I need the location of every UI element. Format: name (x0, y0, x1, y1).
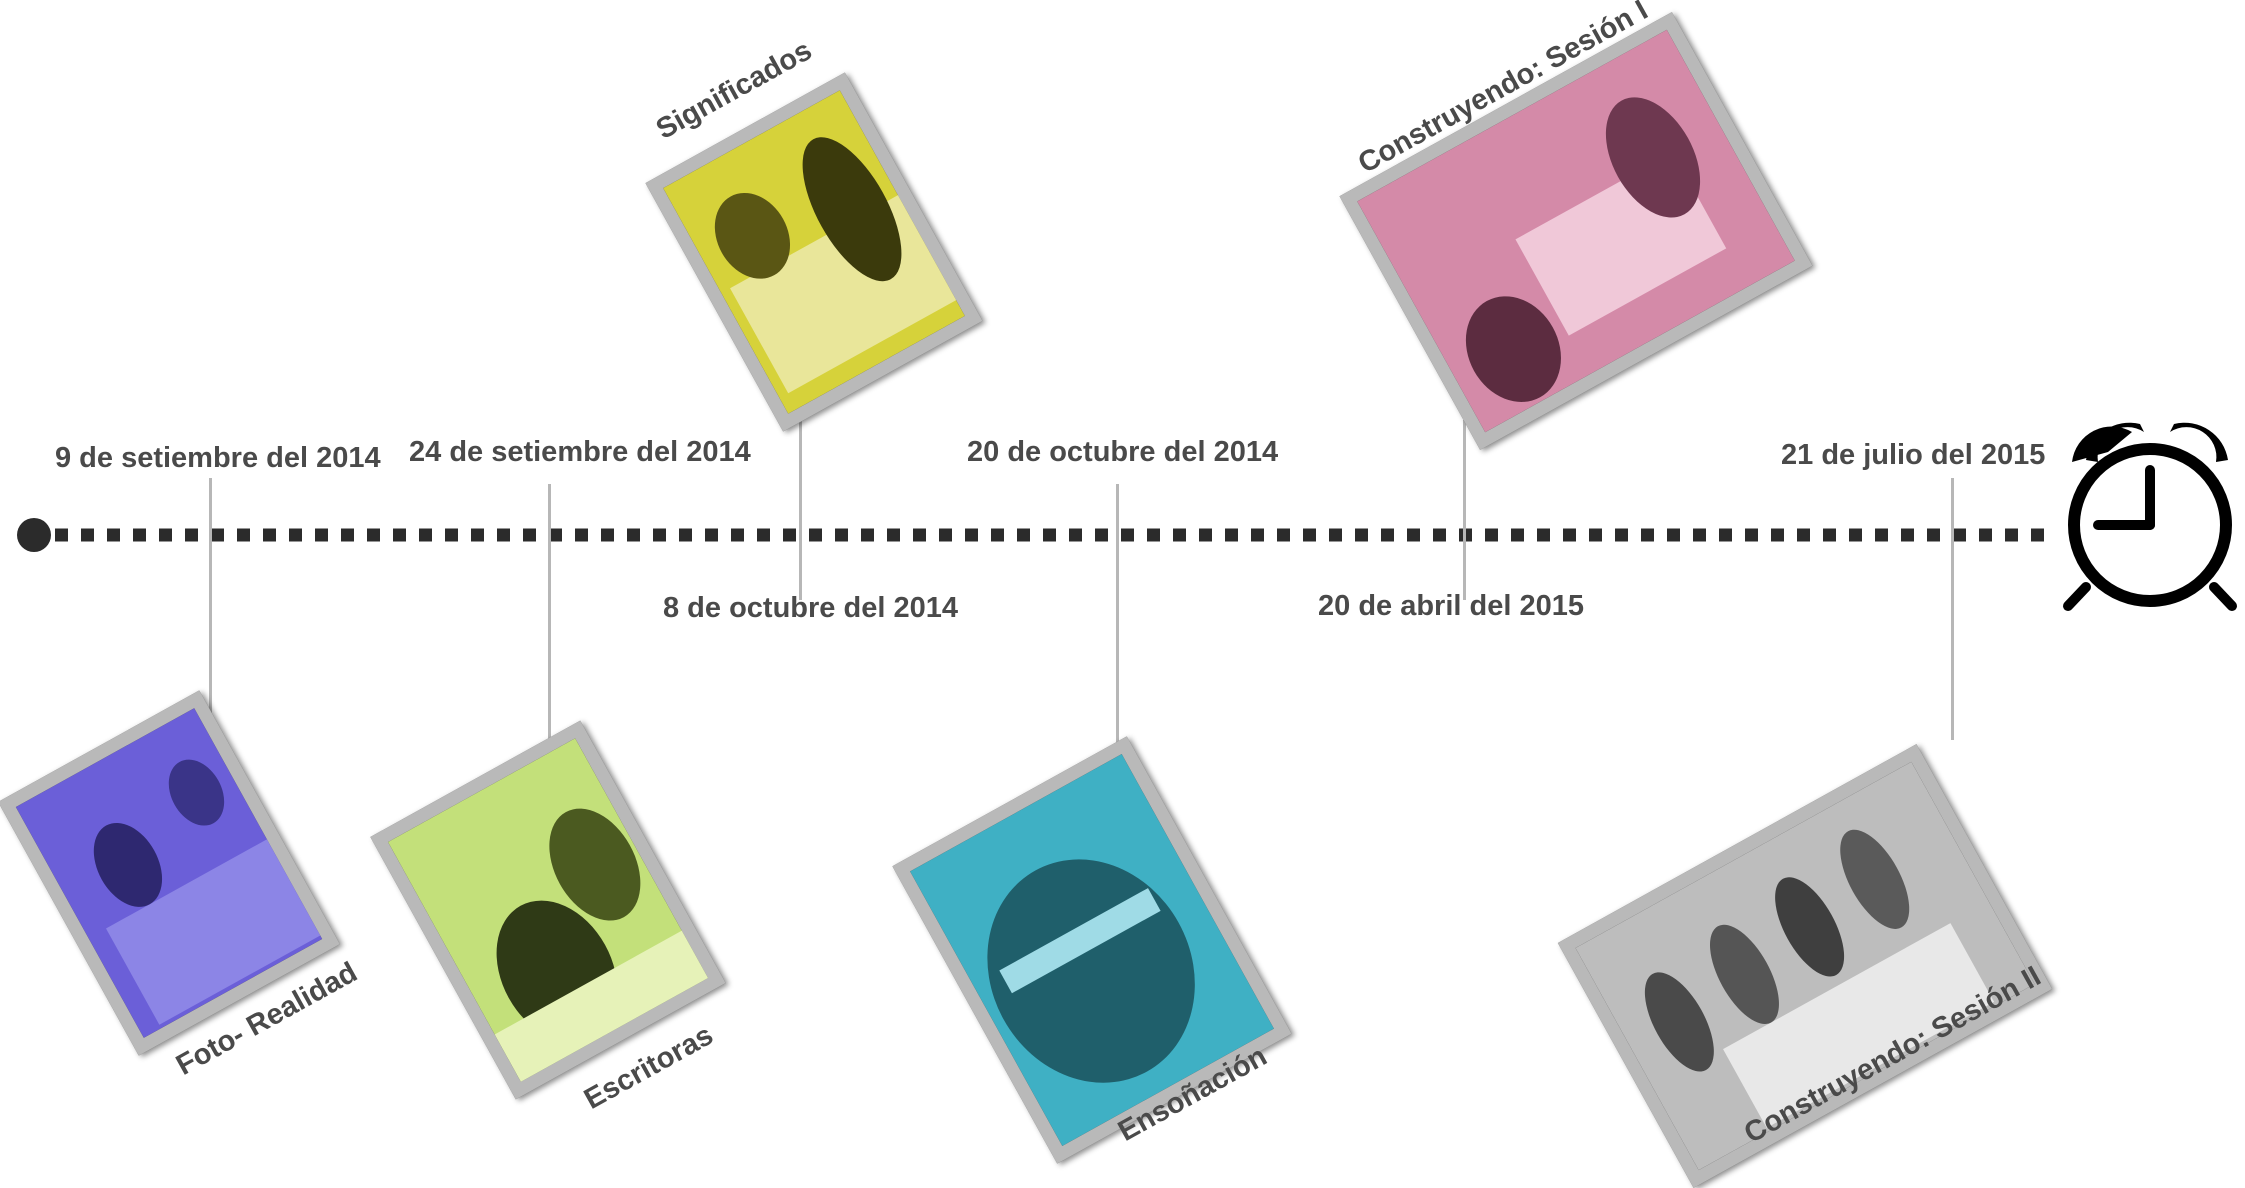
connector-4 (1116, 484, 1119, 754)
connector-5 (1463, 420, 1466, 600)
event-date-6: 21 de julio del 2015 (1781, 439, 2046, 471)
connector-1 (209, 478, 212, 718)
timeline-axis (17, 422, 2237, 611)
connector-3 (799, 400, 802, 600)
connector-2 (548, 484, 551, 754)
event-date-4: 20 de octubre del 2014 (967, 436, 1279, 468)
alarm-clock-icon (2063, 422, 2237, 611)
event-date-1: 9 de setiembre del 2014 (55, 442, 381, 474)
start-dot-icon (17, 518, 51, 552)
event-date-5: 20 de abril del 2015 (1318, 590, 1584, 622)
event-date-2: 24 de setiembre del 2014 (409, 436, 751, 468)
event-date-3: 8 de octubre del 2014 (663, 592, 958, 624)
connector-6 (1951, 478, 1954, 740)
